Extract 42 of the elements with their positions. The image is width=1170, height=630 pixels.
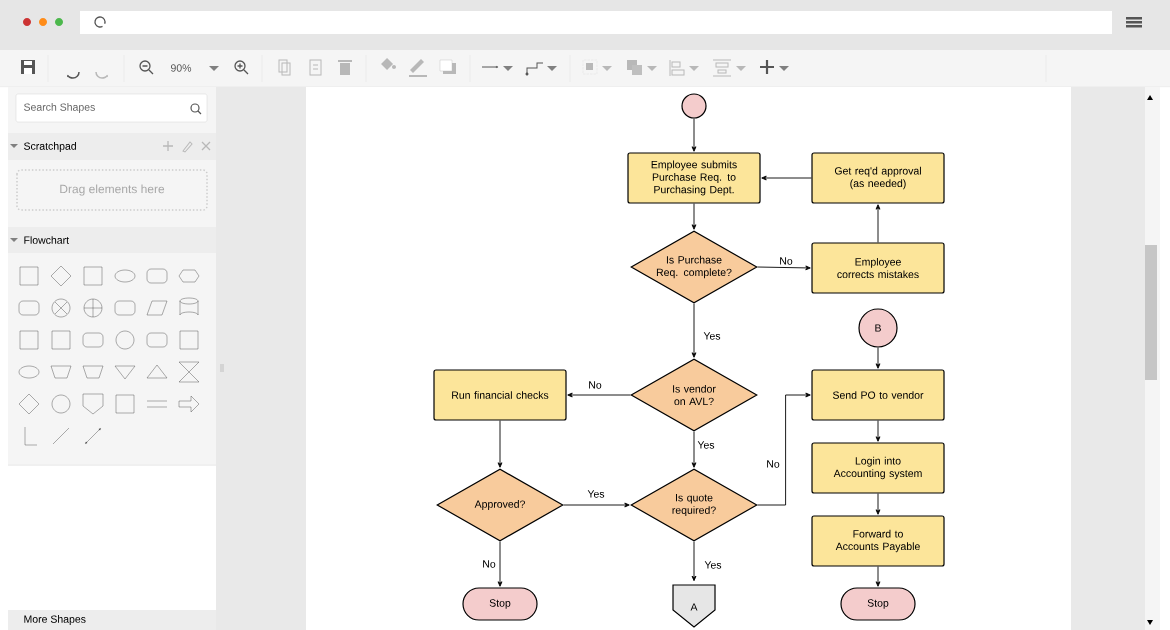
edge-label: No	[587, 380, 603, 390]
arrow	[761, 175, 812, 181]
edge-label: Yes	[586, 489, 606, 499]
arrow	[691, 203, 697, 230]
edge-label: No	[481, 559, 497, 569]
arrow	[691, 118, 697, 152]
drop-area: Drag elements here	[16, 169, 208, 211]
arrow	[691, 541, 697, 582]
process-box: Get req'd approval (as needed)	[811, 152, 945, 204]
arrow	[875, 347, 881, 369]
arrow	[875, 566, 881, 587]
off-page-connector: A	[672, 584, 716, 628]
edge-label: Yes	[696, 440, 716, 450]
arrow	[757, 265, 811, 271]
arrow	[563, 502, 630, 508]
zoom-level: 90%	[171, 64, 192, 72]
arrow	[875, 493, 881, 515]
arrow	[875, 420, 881, 442]
edge-label: No	[765, 459, 781, 469]
arrow	[691, 303, 697, 358]
edge-label: No	[778, 256, 794, 266]
arrow	[691, 431, 697, 468]
edge-label: Yes	[702, 331, 722, 341]
search-field: Search Shapes	[15, 93, 208, 123]
process-box: Run financial checks	[433, 369, 567, 421]
connector-circle	[681, 93, 707, 119]
process-box: Send PO to vendor	[811, 369, 945, 421]
process-box: Employee corrects mistakes	[811, 242, 945, 294]
edge-label: Yes	[703, 560, 723, 570]
section-header: Flowchart	[8, 227, 216, 253]
terminator: Stop	[462, 587, 538, 621]
process-box: Forward to Accounts Payable	[811, 515, 945, 567]
arrow	[497, 420, 503, 468]
process-box: Employee submits Purchase Req. to Purchasing Dept.	[627, 152, 761, 204]
terminator: Stop	[840, 587, 916, 621]
arrow	[757, 392, 811, 506]
process-box: Login into Accounting system	[811, 442, 945, 494]
arrow	[875, 204, 881, 243]
section-header: Scratchpad	[8, 133, 216, 160]
arrow	[567, 392, 631, 398]
arrow	[497, 541, 503, 587]
section-header: More Shapes	[8, 610, 216, 630]
